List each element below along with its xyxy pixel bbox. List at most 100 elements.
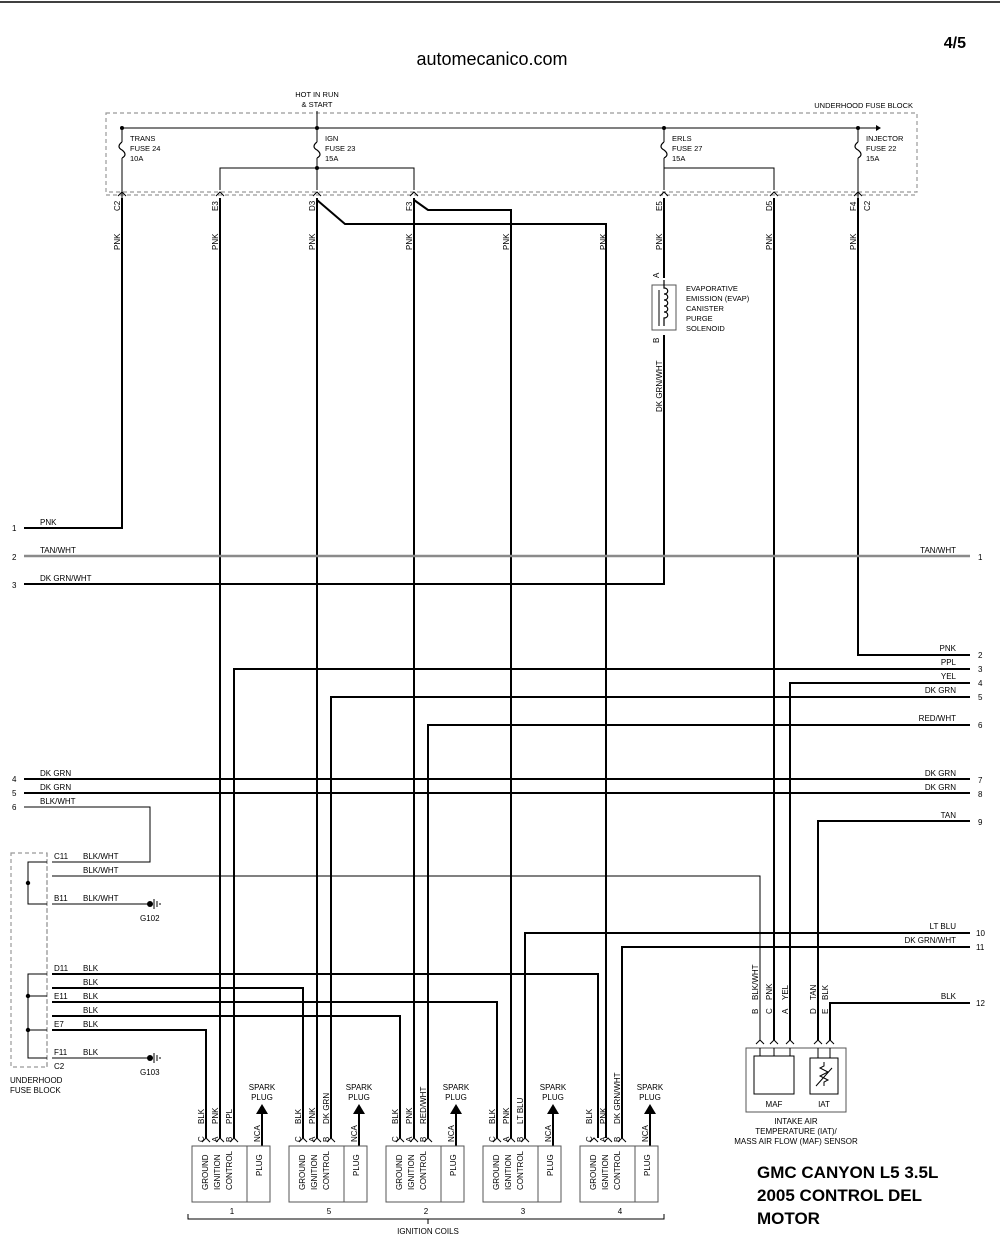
svg-text:B: B (419, 1137, 428, 1142)
svg-text:C2: C2 (54, 1062, 65, 1071)
svg-text:BLK: BLK (391, 1108, 400, 1124)
wire-d3-branch-pnk (316, 199, 607, 1138)
svg-text:IGNITION: IGNITION (310, 1154, 319, 1190)
svg-text:MOTOR: MOTOR (757, 1209, 820, 1228)
svg-text:CONTROL: CONTROL (516, 1150, 525, 1190)
svg-text:E5: E5 (655, 201, 664, 211)
svg-text:A: A (308, 1136, 317, 1142)
svg-text:2: 2 (424, 1207, 429, 1216)
ignition-coils-bracket: IGNITION COILS (187, 1214, 665, 1236)
svg-text:EVAPORATIVE: EVAPORATIVE (686, 284, 738, 293)
svg-text:PNK: PNK (405, 233, 414, 250)
spark-arrow-icon (644, 1104, 656, 1114)
svg-text:DK GRN/WHT: DK GRN/WHT (40, 574, 92, 583)
wire-ppl (233, 668, 970, 1138)
svg-text:G103: G103 (140, 1068, 160, 1077)
svg-text:F4: F4 (849, 201, 858, 211)
svg-text:MASS AIR FLOW (MAF) SENSOR: MASS AIR FLOW (MAF) SENSOR (734, 1137, 858, 1146)
wire-dkgrnwht-11 (621, 946, 970, 1138)
svg-text:PLUG: PLUG (255, 1154, 264, 1176)
svg-text:DK GRN: DK GRN (40, 783, 71, 792)
svg-text:SOLENOID: SOLENOID (686, 324, 725, 333)
svg-text:NCA: NCA (253, 1124, 262, 1142)
svg-text:E7: E7 (54, 1020, 64, 1029)
svg-text:PLUG: PLUG (546, 1154, 555, 1176)
left-connectors: 1 PNK 2 TAN/WHT 3 DK GRN/WHT 4 DK GRN 5 … (12, 518, 92, 812)
svg-text:PNK: PNK (849, 233, 858, 250)
bus-arrow-icon (876, 125, 881, 131)
svg-text:PNK: PNK (655, 233, 664, 250)
svg-text:DK GRN/WHT: DK GRN/WHT (904, 936, 956, 945)
svg-text:IGNITION: IGNITION (601, 1154, 610, 1190)
svg-text:15A: 15A (672, 154, 685, 163)
svg-text:SPARK: SPARK (249, 1083, 276, 1092)
svg-text:PPL: PPL (225, 1108, 234, 1124)
wire-blkwht-maf (52, 875, 761, 1040)
svg-text:5: 5 (12, 789, 17, 798)
svg-text:FUSE 22: FUSE 22 (866, 144, 896, 153)
spark-arrow-icon (547, 1104, 559, 1114)
svg-text:BLK: BLK (294, 1108, 303, 1124)
svg-text:TAN/WHT: TAN/WHT (920, 546, 956, 555)
svg-text:BLK: BLK (83, 992, 99, 1001)
svg-text:C: C (197, 1136, 206, 1142)
svg-text:GROUND: GROUND (298, 1154, 307, 1190)
hot-label-2: & START (302, 100, 333, 109)
fuse-erls: ERLS FUSE 27 15A (660, 126, 702, 168)
svg-text:YEL: YEL (941, 672, 957, 681)
svg-text:PLUG: PLUG (542, 1093, 564, 1102)
svg-text:PNK: PNK (502, 233, 511, 250)
svg-text:PLUG: PLUG (449, 1154, 458, 1176)
svg-text:4: 4 (978, 679, 983, 688)
svg-text:DK GRN: DK GRN (925, 686, 956, 695)
svg-text:C: C (294, 1136, 303, 1142)
ground-g102-icon: G102 (140, 899, 161, 923)
lower-fuse-block: C11 BLK/WHT BLK/WHT B11 BLK/WHT D11 BLK … (10, 852, 119, 1095)
svg-text:B: B (613, 1137, 622, 1142)
fuse-block-label: UNDERHOOD FUSE BLOCK (814, 101, 913, 110)
svg-text:F11: F11 (54, 1048, 68, 1057)
svg-text:B: B (322, 1137, 331, 1142)
svg-text:E3: E3 (211, 201, 220, 211)
wire-f3-branch-pnk (413, 199, 512, 1138)
svg-text:BLK: BLK (941, 992, 957, 1001)
svg-text:SPARK: SPARK (346, 1083, 373, 1092)
svg-text:YEL: YEL (781, 984, 790, 1000)
svg-text:B11: B11 (54, 894, 68, 903)
svg-text:PNK: PNK (308, 1107, 317, 1124)
svg-text:A: A (405, 1136, 414, 1142)
wire-ltblu (524, 932, 970, 1138)
svg-text:IGN: IGN (325, 134, 338, 143)
ground-g103-icon: G103 (140, 1053, 161, 1077)
wire-injector-pnk (857, 198, 970, 656)
svg-text:GROUND: GROUND (492, 1154, 501, 1190)
svg-text:2: 2 (978, 651, 983, 660)
diagram-title: GMC CANYON L5 3.5L 2005 CONTROL DEL MOTO… (757, 1163, 938, 1228)
svg-text:TEMPERATURE (IAT)/: TEMPERATURE (IAT)/ (755, 1127, 837, 1136)
svg-text:SPARK: SPARK (540, 1083, 567, 1092)
svg-text:BLK: BLK (83, 1020, 99, 1029)
svg-text:PURGE: PURGE (686, 314, 713, 323)
svg-text:G102: G102 (140, 914, 160, 923)
svg-text:E11: E11 (54, 992, 68, 1001)
svg-text:1: 1 (230, 1207, 235, 1216)
svg-text:4: 4 (618, 1207, 623, 1216)
vertical-wire-labels: PNK PNK PNK PNK PNK PNK PNK PNK PNK (113, 233, 858, 250)
svg-text:BLK/WHT: BLK/WHT (83, 894, 119, 903)
svg-text:PLUG: PLUG (643, 1154, 652, 1176)
svg-text:ERLS: ERLS (672, 134, 692, 143)
svg-text:3: 3 (12, 581, 17, 590)
svg-text:PPL: PPL (941, 658, 957, 667)
wire-evap-dkgrnwht (24, 335, 665, 585)
svg-text:CONTROL: CONTROL (225, 1150, 234, 1190)
svg-text:BLK: BLK (83, 1006, 99, 1015)
svg-text:IGNITION: IGNITION (407, 1154, 416, 1190)
svg-text:11: 11 (976, 943, 985, 952)
svg-text:PNK: PNK (940, 644, 957, 653)
svg-text:6: 6 (978, 721, 983, 730)
svg-text:B: B (652, 338, 661, 343)
